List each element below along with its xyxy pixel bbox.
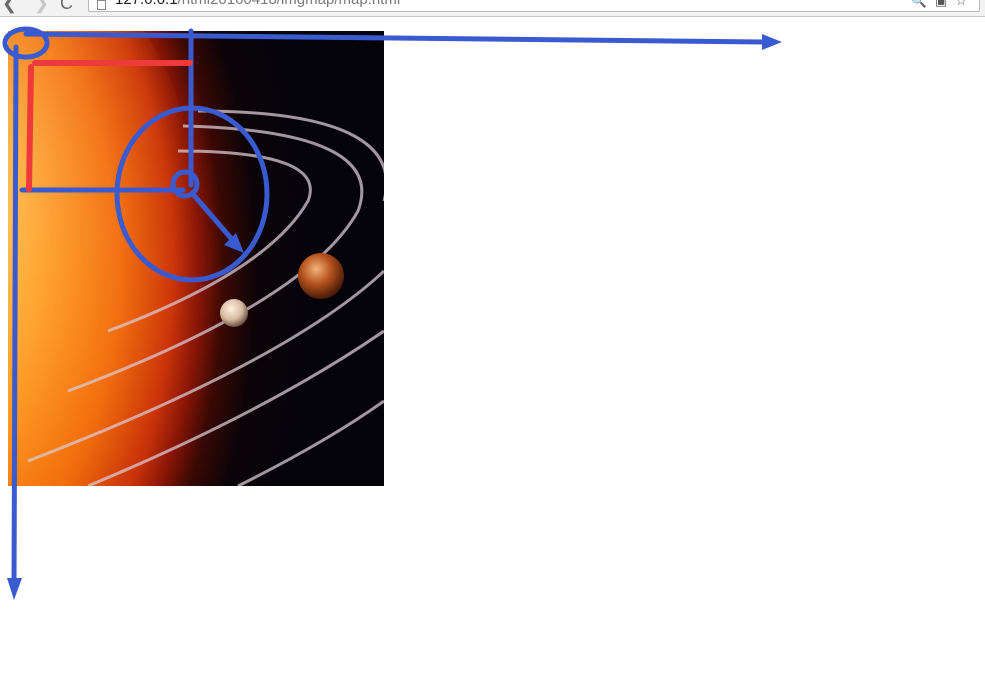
address-bar[interactable]: 127.0.0.1/html20160418/imgmap/map.html 🔍… <box>88 0 980 12</box>
planet-venus[interactable] <box>220 299 248 327</box>
extension-icon[interactable]: ▣ <box>935 0 956 8</box>
url-text[interactable]: 127.0.0.1/html20160418/imgmap/map.html <box>115 0 400 8</box>
browser-toolbar: ❮ ❯ C 127.0.0.1/html20160418/imgmap/map.… <box>0 0 985 17</box>
planet-mars[interactable] <box>298 253 344 299</box>
sun-glow <box>8 31 198 486</box>
url-host: 127.0.0.1 <box>115 0 178 8</box>
reload-button[interactable]: C <box>60 0 73 13</box>
url-path: /html20160418/imgmap/map.html <box>178 0 401 8</box>
y-axis-arrowhead <box>7 578 22 600</box>
page-viewport <box>0 17 985 673</box>
solar-system-image-map[interactable] <box>8 31 384 486</box>
solar-system-artwork <box>8 31 384 486</box>
page-icon <box>97 0 106 10</box>
forward-button[interactable]: ❯ <box>34 0 50 13</box>
omnibox-icons: 🔍▣☆ <box>911 0 975 9</box>
search-icon[interactable]: 🔍 <box>910 0 936 8</box>
back-button[interactable]: ❮ <box>2 0 18 13</box>
bookmark-star-icon[interactable]: ☆ <box>955 0 975 8</box>
x-axis-arrowhead <box>762 34 782 50</box>
